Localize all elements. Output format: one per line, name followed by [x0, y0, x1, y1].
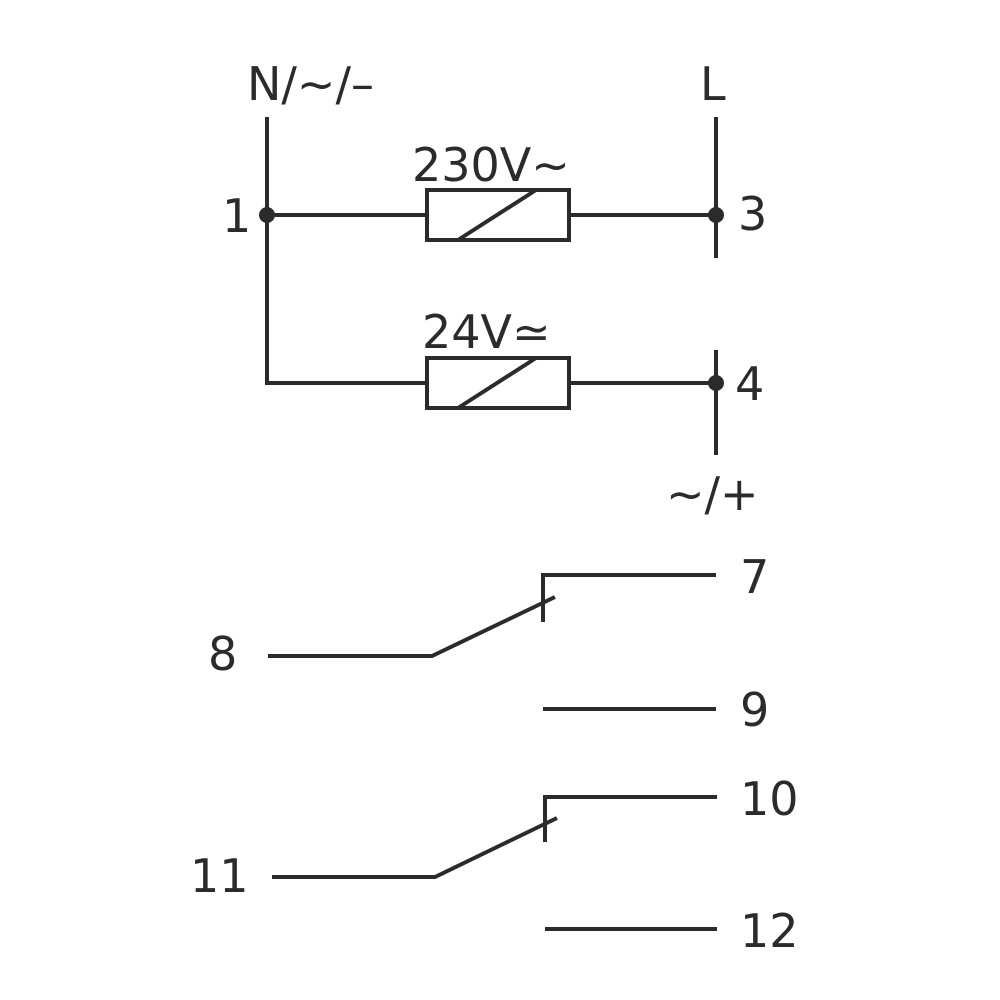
dc-plus-label: ~/+	[666, 467, 759, 521]
terminal-4-label: 4	[735, 357, 764, 411]
terminal-12-label: 12	[740, 904, 799, 958]
terminal-9-label: 9	[740, 683, 769, 737]
line-label: L	[700, 57, 726, 111]
coil-24v-slash	[456, 356, 538, 410]
coil-24v-label: 24V≃	[422, 305, 551, 359]
coil-230v-label: 230V~	[412, 138, 570, 192]
contact-1-common-blade	[268, 595, 556, 658]
neutral-label: N/~/–	[247, 57, 374, 111]
terminal-3-dot	[708, 207, 724, 223]
terminal-1-dot	[259, 207, 275, 223]
terminal-8-label: 8	[208, 627, 237, 681]
terminal-3-label: 3	[738, 187, 767, 241]
terminal-7-label: 7	[740, 550, 769, 604]
contact-2-closed-contact	[543, 795, 717, 842]
terminal-10-label: 10	[740, 772, 799, 826]
neutral-wire	[265, 117, 427, 385]
coil-230v-slash	[456, 188, 538, 242]
terminal-1-label: 1	[222, 189, 251, 243]
contact-1-closed-contact	[541, 573, 716, 622]
terminal-11-label: 11	[190, 849, 249, 903]
contact-2-common-blade	[272, 816, 558, 879]
terminal-4-dot	[708, 375, 724, 391]
